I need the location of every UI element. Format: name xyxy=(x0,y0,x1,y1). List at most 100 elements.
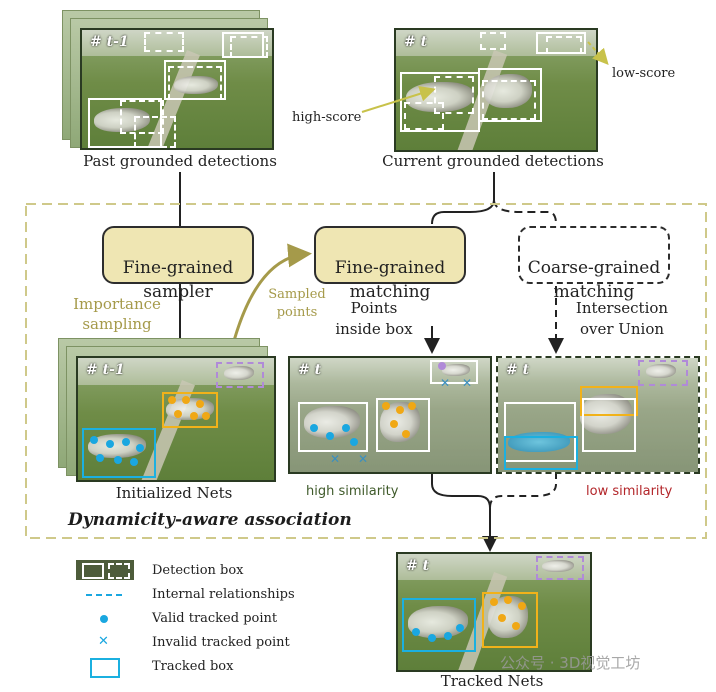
legend-tracked-box-icon xyxy=(90,658,120,678)
goose-image xyxy=(484,74,532,108)
legend-detection-dashed-icon xyxy=(108,563,130,579)
low-score-arrow xyxy=(587,41,609,65)
association-section-frame xyxy=(25,203,707,539)
tracked-box xyxy=(162,392,218,428)
valid-tracked-point xyxy=(382,402,390,410)
low-score-label: low-score xyxy=(612,66,676,81)
fine-match-frame: # t ✕ ✕ ✕ ✕ xyxy=(288,356,492,474)
valid-tracked-point xyxy=(438,362,446,370)
tracked-frame-label: # t xyxy=(406,558,430,574)
detection-box xyxy=(144,32,184,52)
valid-tracked-point xyxy=(106,440,114,448)
valid-tracked-point xyxy=(174,410,182,418)
valid-tracked-point xyxy=(114,456,122,464)
tracked-box xyxy=(402,598,476,652)
fine-grained-matching-node: Fine-grained matching xyxy=(314,226,466,302)
legend-internal-icon xyxy=(86,594,122,596)
past-frame: # t-1 xyxy=(80,28,274,150)
valid-tracked-point xyxy=(96,454,104,462)
detection-box xyxy=(230,36,268,58)
detection-box xyxy=(582,398,636,452)
legend-detection-label: Detection box xyxy=(152,563,244,578)
valid-tracked-point xyxy=(182,396,190,404)
tracked-nets-caption: Tracked Nets xyxy=(440,672,544,690)
goose-image xyxy=(406,82,474,112)
goose-image xyxy=(442,364,470,376)
watermark: 公众号 · 3D视觉工坊 xyxy=(500,654,641,672)
valid-tracked-point xyxy=(168,396,176,404)
initialized-nets-caption: Initialized Nets xyxy=(115,484,233,502)
valid-tracked-point xyxy=(190,412,198,420)
current-frame-label: # t xyxy=(404,34,428,50)
valid-tracked-point xyxy=(412,628,420,636)
fine-grained-matching-label: Fine-grained matching xyxy=(334,258,446,302)
valid-tracked-point xyxy=(130,458,138,466)
past-frame-label: # t-1 xyxy=(90,34,129,50)
detection-box xyxy=(404,102,444,130)
coarse-match-frame: # t xyxy=(496,356,700,474)
valid-tracked-point xyxy=(490,598,498,606)
detection-box xyxy=(478,68,542,122)
detection-box xyxy=(88,98,162,148)
valid-tracked-point xyxy=(122,438,130,446)
goose-image xyxy=(542,560,574,572)
detection-box xyxy=(298,402,368,452)
detection-box xyxy=(376,398,430,452)
legend-tracked-box-label: Tracked box xyxy=(152,659,234,674)
valid-tracked-point xyxy=(402,430,410,438)
valid-tracked-point xyxy=(136,444,144,452)
tracked-nets-frame: # t xyxy=(396,552,592,672)
invalid-tracked-point: ✕ xyxy=(440,376,451,390)
iou-label: Intersection over Union xyxy=(575,299,669,338)
tracked-box xyxy=(580,386,638,416)
detection-box xyxy=(638,360,688,386)
detection-box xyxy=(134,116,176,148)
legend: Detection box Internal relationships Val… xyxy=(74,558,334,688)
low-similarity-label: low similarity xyxy=(586,484,673,499)
legend-invalid-icon: ✕ xyxy=(98,634,109,649)
goose-image xyxy=(94,108,150,132)
valid-tracked-point xyxy=(390,420,398,428)
high-score-label: high-score xyxy=(292,110,362,125)
valid-tracked-point xyxy=(396,406,404,414)
valid-tracked-point xyxy=(342,424,350,432)
valid-tracked-point xyxy=(428,634,436,642)
section-title: Dynamicity-aware association xyxy=(68,510,352,530)
valid-tracked-point xyxy=(518,602,526,610)
init-frame-label: # t-1 xyxy=(86,362,125,378)
detection-box xyxy=(536,556,584,580)
legend-invalid-label: Invalid tracked point xyxy=(152,635,290,650)
tracked-box xyxy=(482,592,538,648)
current-caption: Current grounded detections xyxy=(382,152,604,170)
tracked-box xyxy=(504,436,578,470)
valid-tracked-point xyxy=(444,632,452,640)
invalid-tracked-point: ✕ xyxy=(462,376,473,390)
detection-box xyxy=(168,66,222,100)
invalid-tracked-point: ✕ xyxy=(330,452,341,466)
detection-box xyxy=(546,36,582,54)
detection-box xyxy=(430,360,478,384)
valid-tracked-point xyxy=(196,400,204,408)
valid-tracked-point xyxy=(498,614,506,622)
valid-tracked-point xyxy=(350,438,358,446)
high-score-arrow xyxy=(361,85,436,113)
coarse-match-frame-label: # t xyxy=(506,362,530,378)
initialized-nets-frame: # t-1 xyxy=(76,356,276,482)
high-similarity-label: high similarity xyxy=(306,484,399,499)
legend-detection-solid-icon xyxy=(82,563,104,579)
valid-tracked-point xyxy=(408,402,416,410)
detection-box xyxy=(480,32,506,50)
valid-tracked-point xyxy=(202,412,210,420)
importance-sampling-label: Importance sampling xyxy=(73,295,161,333)
goose-image xyxy=(224,366,254,380)
goose-image xyxy=(646,364,676,378)
fine-match-frame-label: # t xyxy=(298,362,322,378)
fine-grained-sampler-node: Fine-grained sampler xyxy=(102,226,254,302)
valid-tracked-point xyxy=(310,424,318,432)
detection-box xyxy=(504,402,576,462)
detection-box xyxy=(482,80,536,120)
coarse-grained-matching-node: Coarse-grained matching xyxy=(518,226,670,302)
points-inside-box-label: Points inside box xyxy=(335,299,413,338)
legend-internal-label: Internal relationships xyxy=(152,587,295,602)
